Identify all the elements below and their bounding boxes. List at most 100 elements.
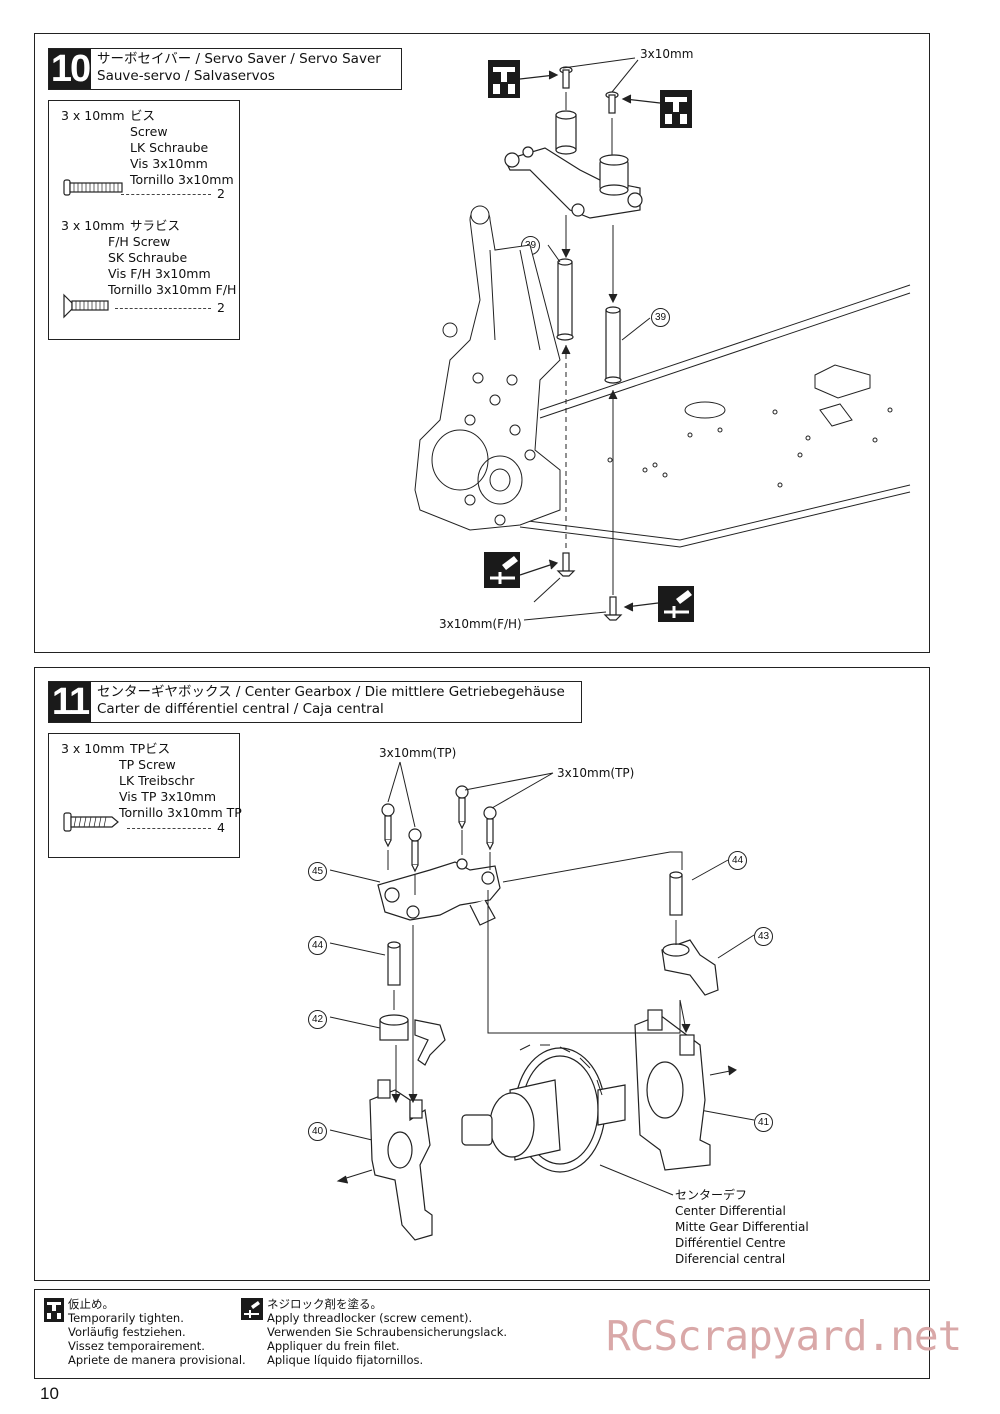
- label-3x10mm-fh: 3x10mm(F/H): [439, 617, 522, 631]
- label-3x10mm-tp: 3x10mm(TP): [379, 746, 457, 760]
- center-differential: [461, 1044, 626, 1173]
- flat-head-screw-icon: [603, 596, 623, 621]
- temporary-tighten-icon: [44, 1298, 64, 1322]
- legend-line: Apriete de manera provisional.: [68, 1353, 246, 1367]
- legend-temporary-tighten: 仮止め。 Temporarily tighten. Vorläufig fest…: [68, 1297, 246, 1367]
- callout-44: 44: [728, 851, 747, 870]
- step11-parts-box: 3 x 10mm TPビス TP Screw LK Treibschr Vis …: [48, 733, 242, 858]
- part-name: Screw: [130, 124, 168, 139]
- page-number: 10: [40, 1384, 59, 1403]
- part-qty: 4: [217, 820, 225, 835]
- diff-label-line: Diferencial central: [675, 1252, 786, 1266]
- temporary-tighten-icon: [488, 60, 559, 98]
- post-44: [669, 871, 683, 916]
- post-39: [604, 306, 622, 384]
- step11-number: 11: [49, 681, 91, 723]
- callout-42: 42: [308, 1010, 327, 1029]
- qty-leader: [121, 194, 211, 195]
- legend-threadlocker: ネジロック剤を塗る。 Apply threadlocker (screw cem…: [267, 1297, 507, 1367]
- step10-header: 10 サーボセイバー / Servo Saver / Servo Saver S…: [48, 48, 402, 90]
- assembly-guides: [336, 830, 737, 1184]
- threadlocker-icon: [241, 1298, 263, 1320]
- legend-line: Vissez temporairement.: [68, 1339, 205, 1353]
- part-name: Tornillo 3x10mm: [130, 172, 234, 187]
- diff-label-line: Différentiel Centre: [675, 1236, 786, 1250]
- tp-screw-icon: [455, 785, 469, 830]
- tp-screw-icon: [408, 828, 422, 873]
- legend-line: 仮止め。: [68, 1297, 114, 1311]
- tp-screw-icon: [483, 806, 497, 851]
- part-name: Tornillo 3x10mm F/H: [108, 282, 237, 297]
- part-name: Vis F/H 3x10mm: [108, 266, 211, 281]
- part-name: サラビス: [130, 218, 181, 233]
- servo-saver-assembly: [504, 110, 643, 219]
- step11-title-line1: センターギヤボックス / Center Gearbox / Die mittle…: [97, 684, 565, 700]
- screw-icon: [605, 91, 619, 114]
- symbol-legend: [34, 1289, 930, 1379]
- diff-label-line: センターデフ: [675, 1188, 748, 1202]
- legend-line: Aplique líquido fijatornillos.: [267, 1353, 424, 1367]
- step10-parts-box: 3 x 10mm ビス Screw LK Schraube Vis 3x10mm…: [48, 100, 240, 340]
- part-qty: 2: [217, 300, 225, 315]
- part-name: SK Schraube: [108, 250, 188, 265]
- threadlocker-icon: [484, 552, 559, 588]
- watermark: RCScrapyard.net: [606, 1312, 962, 1360]
- label-3x10mm: 3x10mm: [640, 47, 694, 61]
- threadlocker-icon: [623, 586, 694, 622]
- post-39: [556, 258, 574, 341]
- step10-title-line2: Sauve-servo / Salvaservos: [97, 68, 275, 84]
- label-3x10mm-tp: 3x10mm(TP): [557, 766, 635, 780]
- callout-40: 40: [308, 1122, 327, 1141]
- upper-bracket-45: [377, 858, 501, 926]
- gearbox-housing-41: [634, 1009, 711, 1171]
- legend-line: Apply threadlocker (screw cement).: [267, 1311, 473, 1325]
- tp-screw-icon: [381, 803, 395, 848]
- part-name: TP Screw: [119, 757, 176, 772]
- diff-label: センターデフ Center Differential Mitte Gear Di…: [675, 1187, 809, 1267]
- part-size: 3 x 10mm: [61, 218, 125, 233]
- arm-43: [661, 939, 719, 996]
- diff-label-line: Center Differential: [675, 1204, 786, 1218]
- transmission-assembly: [414, 205, 561, 531]
- flat-head-screw-icon: [63, 293, 109, 319]
- part-name: Vis 3x10mm: [130, 156, 208, 171]
- part-size: 3 x 10mm: [61, 108, 125, 123]
- part-size: 3 x 10mm: [61, 741, 125, 756]
- callout-45: 45: [308, 862, 327, 881]
- assembly-guides: [523, 57, 651, 621]
- step11-title-line2: Carter de différentiel central / Caja ce…: [97, 701, 384, 717]
- part-name: TPビス: [130, 741, 171, 756]
- callout-41: 41: [754, 1113, 773, 1132]
- gearbox-housing-40: [369, 1079, 433, 1241]
- diff-label-line: Mitte Gear Differential: [675, 1220, 809, 1234]
- step10-number: 10: [49, 47, 91, 90]
- chassis-plate: [519, 284, 911, 548]
- legend-line: Temporarily tighten.: [68, 1311, 184, 1325]
- mount-42: [379, 1014, 446, 1066]
- callout-44: 44: [308, 936, 327, 955]
- legend-line: Appliquer du frein filet.: [267, 1339, 400, 1353]
- screw-icon: [559, 66, 573, 89]
- callout-43: 43: [754, 927, 773, 946]
- qty-leader: [115, 308, 211, 309]
- screw-icon: [63, 179, 123, 196]
- legend-line: Verwenden Sie Schraubensicherungslack.: [267, 1325, 508, 1339]
- tp-screw-icon: [63, 812, 119, 832]
- part-qty: 2: [217, 186, 225, 201]
- step10-title-line1: サーボセイバー / Servo Saver / Servo Saver: [97, 51, 381, 67]
- part-name: F/H Screw: [108, 234, 171, 249]
- part-name: LK Schraube: [130, 140, 209, 155]
- leader-lines: [329, 761, 755, 1196]
- part-name: ビス: [130, 108, 156, 123]
- legend-line: Vorläufig festziehen.: [68, 1325, 186, 1339]
- part-name: Vis TP 3x10mm: [119, 789, 216, 804]
- flat-head-screw-icon: [556, 552, 576, 577]
- qty-leader: [127, 828, 211, 829]
- part-name: Tornillo 3x10mm TP: [119, 805, 242, 820]
- legend-line: ネジロック剤を塗る。: [267, 1297, 382, 1311]
- callout-39: 39: [651, 308, 670, 327]
- temporary-tighten-icon: [621, 90, 692, 128]
- step11-header: 11 センターギヤボックス / Center Gearbox / Die mit…: [48, 681, 582, 723]
- post-44: [387, 941, 401, 986]
